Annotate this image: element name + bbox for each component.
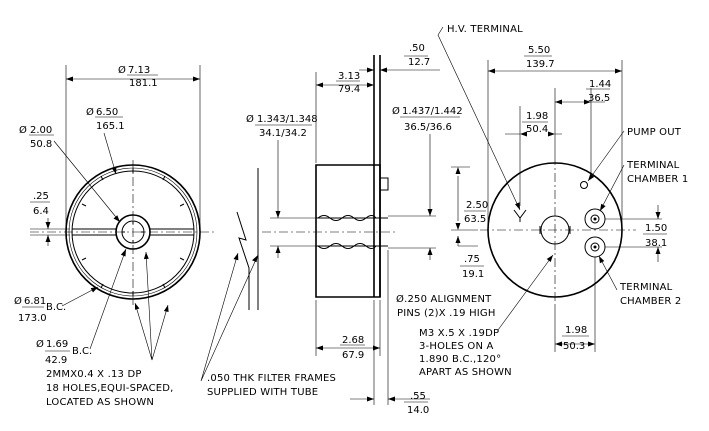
end-terminal-1-dot — [593, 217, 597, 221]
end-term2-label-2: CHAMBER 2 — [620, 296, 681, 307]
svg-text:Ø: Ø — [392, 105, 400, 117]
end-a-top: 1.44 — [589, 79, 611, 90]
front-bc-small-top: 1.69 — [46, 339, 68, 350]
end-m3-note-2: 3-HOLES ON A — [419, 341, 494, 352]
front-view: Ø 7.13 181.1 Ø 6.50 165.1 Ø 2.00 50.8 .2… — [14, 64, 215, 408]
side-dia-left-bottom: 34.1/34.2 — [259, 128, 307, 139]
side-pin-top — [380, 177, 389, 191]
end-d-bottom: 19.1 — [462, 269, 484, 280]
end-terminal-1-inner — [590, 214, 600, 224]
end-a-bottom: 36.5 — [588, 93, 610, 104]
end-pump-out — [580, 181, 588, 189]
end-b-bottom: 50.4 — [526, 124, 548, 135]
front-bc-small-bottom: 42.9 — [45, 355, 67, 366]
end-w-bottom: 139.7 — [526, 59, 555, 70]
end-view: H.V. TERMINAL PUMP OUT TERMINAL CHAMBER … — [419, 24, 688, 378]
front-spoke-top: .25 — [33, 191, 49, 202]
side-dia-right-bottom: 36.5/36.6 — [404, 122, 452, 133]
front-od-bottom: 181.1 — [129, 78, 158, 89]
end-c-top: 1.50 — [645, 223, 667, 234]
front-inner-top: 6.50 — [96, 107, 118, 118]
side-flange — [373, 55, 381, 297]
side-pin-bottom: 14.0 — [407, 405, 429, 416]
filter-frames: .050 THK FILTER FRAMES SUPPLIED WITH TUB… — [200, 168, 336, 398]
side-tube-wave-top — [317, 215, 377, 221]
end-pump-label: PUMP OUT — [627, 127, 682, 138]
front-bc-large-bottom: 173.0 — [18, 313, 47, 324]
front-bc-large-suffix: B.C. — [46, 302, 66, 313]
end-c-bottom: 38.1 — [645, 238, 667, 249]
end-term1-label-1: TERMINAL — [626, 160, 680, 171]
side-flange-top: .50 — [409, 43, 425, 54]
end-m3-note-4: APART AS SHOWN — [419, 367, 512, 378]
end-term1-label-2: CHAMBER 1 — [627, 174, 688, 185]
end-h-top: 2.50 — [466, 200, 488, 211]
front-inner-bottom: 165.1 — [96, 121, 125, 132]
front-holes-note-1: 2MMX0.4 X .13 DP — [46, 369, 142, 380]
end-e-top: 1.98 — [565, 325, 587, 336]
front-hole-marks — [81, 168, 185, 296]
side-dia-right-top: 1.437/1.442 — [402, 106, 463, 117]
svg-text:Ø: Ø — [86, 106, 94, 118]
front-bc-small-suffix: B.C. — [72, 346, 92, 357]
front-holes-note-3: LOCATED AS SHOWN — [46, 397, 154, 408]
side-body-bottom: 67.9 — [342, 350, 364, 361]
end-m3-note-3: 1.890 B.C.,120° — [419, 354, 501, 365]
side-pins-note-2: PINS (2)X .19 HIGH — [397, 308, 496, 319]
svg-text:Ø: Ø — [246, 113, 254, 125]
side-view: 3.13 79.4 .50 12.7 Ø 1.343/1.348 34.1/34… — [246, 43, 496, 416]
front-od-top: 7.13 — [128, 65, 150, 76]
end-h-bottom: 63.5 — [464, 214, 486, 225]
front-spoke-right — [150, 228, 194, 236]
front-bc-large-top: 6.81 — [24, 296, 46, 307]
svg-text:Ø: Ø — [19, 124, 27, 136]
side-body — [315, 164, 381, 298]
front-spoke-left — [72, 228, 116, 236]
front-hub-top: 2.00 — [30, 125, 52, 136]
end-d-top: .75 — [464, 254, 480, 265]
front-hub-bottom: 50.8 — [30, 139, 52, 150]
side-flange-bottom: 12.7 — [408, 57, 430, 68]
side-body-top: 2.68 — [342, 335, 364, 346]
end-e-bottom: 50.3 — [563, 341, 585, 352]
filter-frame-break — [236, 211, 250, 310]
end-hv-terminal — [513, 209, 527, 222]
side-dia-left-top: 1.343/1.348 — [257, 114, 318, 125]
svg-text:Ø: Ø — [14, 295, 22, 307]
filter-note-2: SUPPLIED WITH TUBE — [207, 387, 318, 398]
end-m3-note-1: M3 X.5 X .19DP — [419, 328, 499, 339]
end-terminal-2-inner — [590, 242, 600, 252]
side-pin-top: .55 — [410, 391, 426, 402]
front-holes-note-2: 18 HOLES,EQUI-SPACED, — [46, 383, 174, 394]
svg-text:Ø: Ø — [118, 64, 126, 76]
end-terminal-2-dot — [593, 245, 597, 249]
end-b-top: 1.98 — [526, 111, 548, 122]
filter-note-1: .050 THK FILTER FRAMES — [207, 373, 336, 384]
front-spoke-bottom: 6.4 — [33, 206, 49, 217]
end-hv-label: H.V. TERMINAL — [447, 24, 523, 35]
end-term2-label-1: TERMINAL — [619, 282, 673, 293]
side-len-bottom: 79.4 — [338, 84, 360, 95]
side-tube-wave-bottom — [317, 243, 377, 249]
svg-text:Ø: Ø — [36, 338, 44, 350]
end-w-top: 5.50 — [528, 45, 550, 56]
side-len-top: 3.13 — [338, 71, 360, 82]
side-pins-note-1: Ø.250 ALIGNMENT — [396, 293, 492, 305]
